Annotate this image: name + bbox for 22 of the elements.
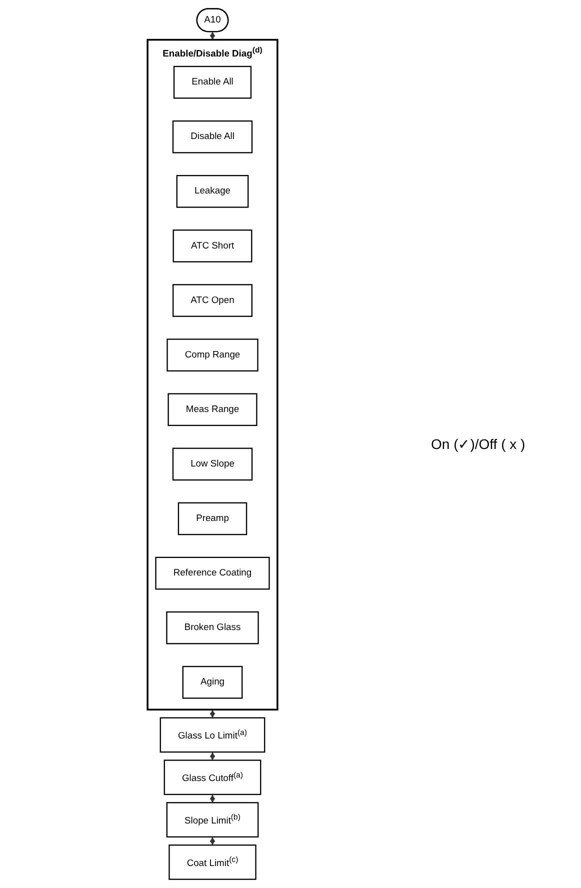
node-box: Preamp (178, 502, 248, 536)
node-box: Comp Range (166, 338, 258, 372)
node-box: Aging (182, 666, 243, 699)
note-label: On (✓)/Off ( x ) (431, 436, 526, 452)
arrow (210, 32, 216, 40)
arrow (210, 836, 216, 846)
arrow (210, 710, 216, 718)
node-box: Slope Limit$^{(b)}$ (166, 802, 259, 838)
node-box: ATC Short (172, 230, 252, 262)
node-box: ATC Open (172, 284, 252, 317)
node-box: Enable All (173, 66, 252, 99)
node-box: Disable All (172, 120, 253, 154)
node-box: Low Slope (172, 448, 253, 481)
node-box: Leakage (176, 174, 249, 208)
node-box: Broken Glass (166, 611, 259, 644)
node-box: Reference Coating (155, 556, 270, 590)
node-box: Coat Limit$^{(c)}$ (168, 844, 256, 880)
arrow (210, 794, 216, 803)
node-box: Glass Cutoff$^{(a)}$ (164, 760, 262, 796)
node-box: Glass Lo Limit$^{(a)}$ (160, 717, 266, 753)
node-box: Meas Range (168, 393, 258, 426)
arrow (210, 752, 216, 760)
